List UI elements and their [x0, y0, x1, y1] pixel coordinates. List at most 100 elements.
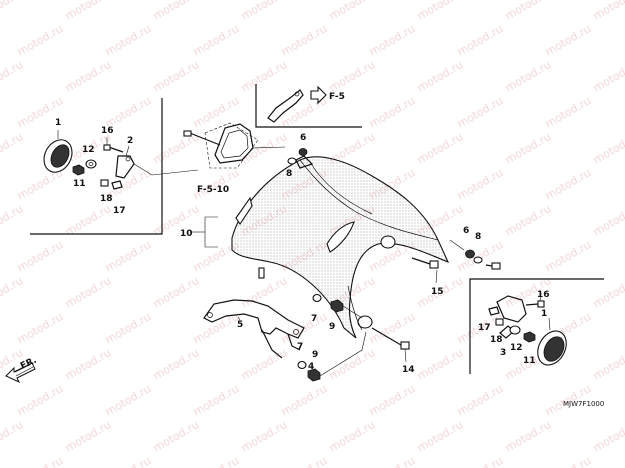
- nut-9-lower: [307, 368, 321, 382]
- watermark-text: motod.ru: [239, 0, 289, 23]
- callout-3: 3: [500, 348, 506, 358]
- watermark-text: motod.ru: [327, 0, 377, 23]
- watermark-text: motod.ru: [239, 58, 289, 94]
- callout-9b: 9: [312, 350, 318, 360]
- diagram-code: MJW7F1000: [563, 400, 604, 408]
- washer-12-right: [509, 325, 521, 335]
- collar-18-left: [100, 179, 109, 187]
- stay-f5: [267, 89, 304, 123]
- watermark-text: motod.ru: [279, 454, 329, 468]
- watermark-text: motod.ru: [455, 94, 505, 130]
- callout-8a: 8: [286, 169, 292, 179]
- watermark-text: motod.ru: [151, 58, 201, 94]
- watermark-text: motod.ru: [0, 0, 25, 23]
- watermark-text: motod.ru: [191, 382, 241, 418]
- watermark-text: motod.ru: [543, 238, 593, 274]
- callout-7b: 7: [297, 342, 303, 352]
- watermark-text: motod.ru: [191, 454, 241, 468]
- watermark-text: motod.ru: [367, 22, 417, 58]
- watermark-text: motod.ru: [367, 382, 417, 418]
- callout-17a: 17: [113, 206, 126, 216]
- watermark-text: motod.ru: [0, 202, 25, 238]
- watermark-text: motod.ru: [15, 382, 65, 418]
- callout-11a: 11: [73, 179, 86, 189]
- watermark-text: motod.ru: [239, 418, 289, 454]
- reflector-right: [537, 317, 567, 366]
- watermark-text: motod.ru: [103, 310, 153, 346]
- callout-12b: 12: [510, 343, 523, 353]
- watermark-text: motod.ru: [455, 22, 505, 58]
- watermark-text: motod.ru: [63, 58, 113, 94]
- arrow-f5: [310, 85, 327, 105]
- washer-7-lower: [297, 360, 307, 370]
- watermark-text: motod.ru: [367, 310, 417, 346]
- watermark-text: motod.ru: [543, 166, 593, 202]
- callout-10: 10: [180, 229, 193, 239]
- callout-5: 5: [237, 320, 243, 330]
- watermark-text: motod.ru: [415, 0, 465, 23]
- watermark-text: motod.ru: [591, 58, 625, 94]
- watermark-text: motod.ru: [279, 382, 329, 418]
- watermark-text: motod.ru: [63, 274, 113, 310]
- watermark-text: motod.ru: [151, 274, 201, 310]
- callout-18a: 18: [100, 194, 113, 204]
- watermark-text: motod.ru: [367, 454, 417, 468]
- callout-7a: 7: [311, 314, 317, 324]
- reflector-left: [43, 130, 73, 173]
- watermark-text: motod.ru: [239, 346, 289, 382]
- callout-16a: 16: [101, 126, 114, 136]
- watermark-text: motod.ru: [103, 238, 153, 274]
- bolt-15: [411, 257, 439, 284]
- callout-4: 4: [308, 362, 314, 372]
- bracket-right: [496, 292, 545, 323]
- watermark-text: motod.ru: [151, 0, 201, 23]
- watermark-text: motod.ru: [455, 454, 505, 468]
- leader-9-lower: [319, 331, 367, 377]
- watermark-text: motod.ru: [0, 58, 25, 94]
- callout-8b: 8: [475, 232, 481, 242]
- grommet-6-right: [465, 249, 475, 259]
- watermark-text: motod.ru: [15, 454, 65, 468]
- watermark-text: motod.ru: [103, 382, 153, 418]
- watermark-text: motod.ru: [15, 310, 65, 346]
- watermark-text: motod.ru: [591, 0, 625, 23]
- clip-17-left: [111, 180, 123, 190]
- bolt-right: [485, 262, 501, 270]
- leader-10: [204, 216, 218, 248]
- ref-f5[interactable]: F-5: [329, 92, 345, 102]
- watermark-text: motod.ru: [455, 166, 505, 202]
- ref-f5-10[interactable]: F-5-10: [197, 185, 229, 195]
- watermark-text: motod.ru: [191, 22, 241, 58]
- collar-8-right: [473, 256, 483, 264]
- watermark-text: motod.ru: [415, 346, 465, 382]
- bolt-14: [371, 327, 410, 363]
- inset-frame-right: [469, 278, 604, 374]
- inset-frame-left: [30, 98, 163, 235]
- front-fender: [231, 155, 450, 339]
- nut-11-right: [523, 331, 536, 343]
- watermark-text: motod.ru: [415, 130, 465, 166]
- watermark-text: motod.ru: [63, 202, 113, 238]
- watermark-text: motod.ru: [503, 418, 553, 454]
- bolt-16-left: [103, 137, 124, 153]
- collar-8-top: [287, 157, 297, 165]
- callout-2: 2: [127, 136, 133, 146]
- inset-frame-top: [255, 84, 362, 128]
- collar-18-right: [495, 318, 504, 326]
- stay-bracket-5: [203, 299, 305, 359]
- callout-16b: 16: [537, 290, 550, 300]
- callout-12a: 12: [82, 145, 95, 155]
- callout-11b: 11: [523, 356, 536, 366]
- watermark-text: motod.ru: [63, 418, 113, 454]
- watermark-text: motod.ru: [503, 130, 553, 166]
- grommet-6-top: [298, 148, 308, 156]
- clip-17-right: [488, 306, 500, 316]
- watermark-text: motod.ru: [503, 0, 553, 23]
- callout-1a: 1: [55, 118, 61, 128]
- watermark-text: motod.ru: [591, 418, 625, 454]
- nut-11-left: [72, 164, 85, 176]
- watermark-text: motod.ru: [151, 130, 201, 166]
- watermark-text: motod.ru: [503, 202, 553, 238]
- callout-1b: 1: [541, 309, 547, 319]
